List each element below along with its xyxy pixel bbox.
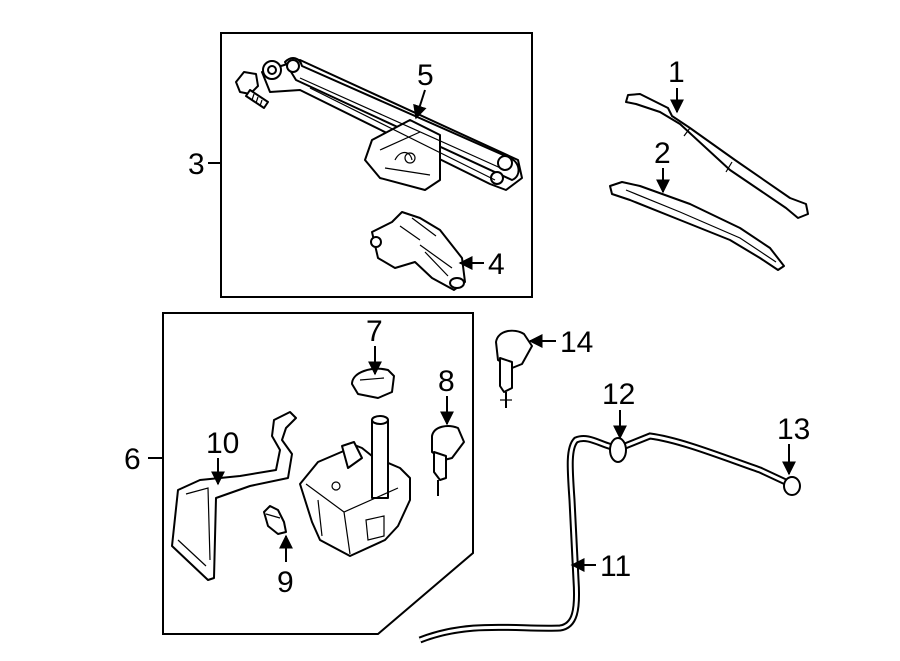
callout-1: 1	[668, 56, 685, 89]
callout-2: 2	[654, 137, 671, 170]
wiper-linkage-part	[261, 57, 523, 191]
callout-6: 6	[124, 443, 141, 476]
bolt-part	[235, 71, 269, 109]
callout-7: 7	[366, 315, 383, 348]
callout-4: 4	[488, 248, 505, 281]
group-box-reservoir	[162, 312, 474, 635]
reservoir-part	[299, 415, 411, 557]
callout-12: 12	[602, 378, 635, 411]
callout-13: 13	[777, 413, 810, 446]
callout-5: 5	[417, 59, 434, 92]
washer-hose-part	[418, 432, 801, 644]
callout-11: 11	[600, 550, 631, 583]
washer-nozzle-part	[431, 425, 465, 496]
leader-lines	[148, 88, 796, 572]
callout-10: 10	[206, 427, 239, 460]
washer-pump-part	[263, 505, 287, 535]
group-box-linkage	[220, 32, 533, 298]
rear-nozzle-part	[495, 329, 533, 408]
reservoir-bracket-part	[171, 411, 297, 581]
reservoir-cap-part	[351, 367, 395, 399]
callout-9: 9	[277, 566, 294, 599]
wiper-blade-part	[609, 181, 785, 271]
callout-3: 3	[188, 148, 205, 181]
callout-8: 8	[438, 365, 455, 398]
callout-14: 14	[560, 326, 593, 359]
wiper-motor-part	[370, 211, 466, 291]
